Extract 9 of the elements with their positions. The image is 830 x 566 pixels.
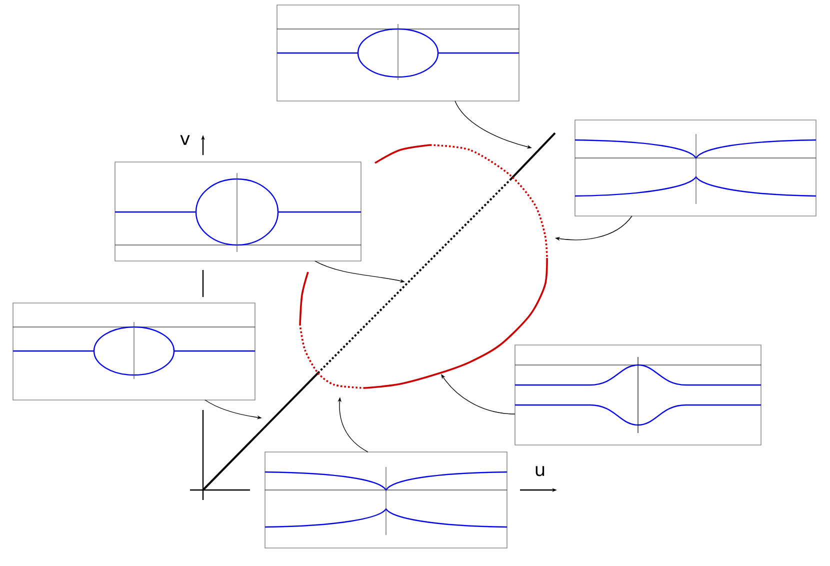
axis-label: u — [536, 466, 544, 476]
plot-drawing — [12, 302, 256, 400]
plot-drawing — [514, 344, 762, 446]
plot-drawing — [264, 452, 508, 548]
plot-drawing — [114, 162, 362, 262]
arrow — [441, 374, 516, 414]
plot-drawing — [276, 4, 520, 102]
axis-label: v — [180, 135, 190, 145]
plot-drawing — [574, 120, 816, 216]
